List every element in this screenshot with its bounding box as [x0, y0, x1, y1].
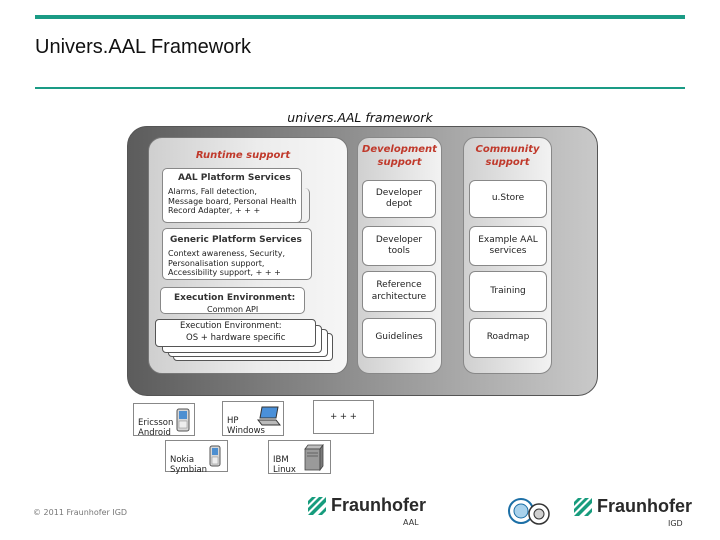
aal-platform-services-text: Alarms, Fall detection, Message board, P… [168, 187, 297, 216]
device-label: IBM Linux [273, 454, 296, 476]
fraunhofer-mark-icon [306, 493, 328, 517]
laptop-icon [257, 406, 281, 426]
developer-tools-box: Developer tools [362, 226, 436, 266]
certification-seal-icon [508, 498, 550, 525]
device-label: HP Windows [227, 415, 265, 437]
exec-env-specific-box [155, 319, 316, 347]
fraunhofer-aal-name: Fraunhofer [331, 495, 427, 515]
device-nokia-symbian: Nokia Symbian [165, 440, 228, 475]
development-support-title: Development support [362, 144, 437, 168]
copyright-footer: © 2011 Fraunhofer IGD [33, 508, 128, 517]
community-support-title: Community support [475, 144, 540, 168]
device-label: Ericsson Android [138, 417, 174, 439]
reference-architecture-box: Reference architecture [362, 271, 436, 312]
phone-icon [209, 445, 221, 467]
device-ericsson-android: Ericsson Android [133, 403, 195, 439]
aal-platform-services-title: AAL Platform Services [178, 173, 291, 183]
runtime-support-title: Runtime support [195, 150, 291, 161]
fraunhofer-aal-sub: AAL [403, 518, 419, 527]
aal-platform-services-box-ext [162, 188, 310, 223]
generic-platform-services-title: Generic Platform Services [170, 235, 302, 245]
generic-platform-services-text: Context awareness, Security, Personalisa… [168, 249, 286, 278]
device-hp-windows: HP Windows [222, 401, 284, 436]
roadmap-box: Roadmap [469, 318, 547, 358]
phone-icon [176, 408, 190, 432]
exec-env-common-title: Execution Environment: [174, 293, 296, 303]
slide-title: Univers.AAL Framework [35, 36, 251, 58]
example-aal-services-box: Example AAL services [469, 226, 547, 266]
device-more: + + + [313, 400, 374, 434]
fraunhofer-igd-name: Fraunhofer [597, 496, 693, 516]
device-label: Nokia Symbian [170, 454, 208, 476]
fraunhofer-igd-sub: IGD [668, 519, 683, 528]
device-label: + + + [330, 411, 357, 422]
exec-env-specific-sub: OS + hardware specific [186, 333, 286, 343]
training-box: Training [469, 271, 547, 312]
fraunhofer-igd-logo: Fraunhofer IGD [572, 494, 692, 528]
generic-platform-services-box [162, 228, 312, 280]
title-underline-bar [35, 87, 685, 89]
fraunhofer-aal-logo: Fraunhofer AAL [306, 493, 426, 527]
fraunhofer-mark-icon [574, 498, 592, 516]
device-ibm-linux: IBM Linux [268, 440, 331, 476]
server-icon [304, 444, 324, 471]
top-accent-bar [35, 15, 685, 19]
framework-title: univers.AAL framework [287, 110, 433, 125]
exec-env-specific-title: Execution Environment: [180, 321, 282, 331]
guidelines-box: Guidelines [362, 318, 436, 358]
exec-env-common-sub: Common API [207, 305, 259, 314]
ustore-box: u.Store [469, 180, 547, 218]
developer-depot-box: Developer depot [362, 180, 436, 218]
exec-env-common-box [160, 287, 305, 314]
